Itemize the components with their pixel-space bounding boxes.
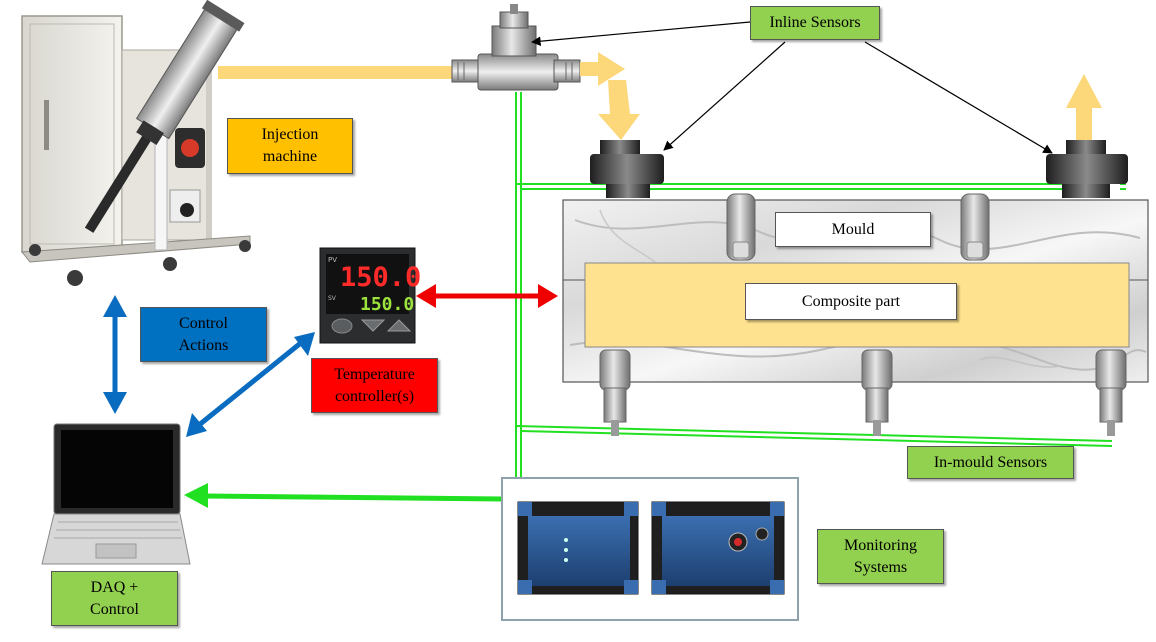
pv-value: 150.0 — [340, 262, 421, 293]
in-mould-sensor-bottom-2 — [861, 349, 893, 436]
in-mould-sensor-bottom-1 — [599, 349, 631, 436]
control-actions-arrow-vertical — [103, 295, 127, 414]
heat-control-arrow — [416, 284, 558, 308]
daq-control-label: DAQ + Control — [51, 571, 178, 626]
in-mould-sensor-top-1 — [726, 193, 756, 261]
resin-flow-line-1 — [218, 66, 458, 79]
inline-sensor-pointers — [531, 21, 1053, 154]
inline-sensor-right — [1046, 140, 1128, 198]
composite-part-label: Composite part — [745, 283, 957, 320]
injection-machine-label: Injection machine — [227, 118, 353, 174]
sv-value: 150.0 — [360, 294, 414, 315]
temperature-controller-device: PV SV 150.0 150.0 — [319, 247, 421, 344]
injection-machine-image — [21, 0, 251, 286]
temperature-controller-label: Temperature controller(s) — [311, 358, 438, 413]
laptop-image — [41, 423, 191, 565]
control-actions-label: Control Actions — [140, 307, 267, 362]
in-mould-sensor-top-2 — [960, 193, 990, 261]
in-mould-sensor-bottom-3 — [1095, 349, 1127, 436]
inline-valve-sensor-image — [451, 4, 581, 91]
inline-sensor-left — [590, 140, 664, 198]
controller-link-arrow-diagonal — [186, 332, 315, 437]
inline-sensors-label: Inline Sensors — [750, 6, 880, 40]
pv-tag: PV — [328, 256, 337, 264]
monitoring-unit-2 — [651, 501, 785, 595]
resin-flow-outlet-arrow — [1066, 74, 1102, 144]
resin-flow-inlet-arrow — [580, 52, 640, 140]
monitoring-unit-1 — [517, 501, 639, 595]
sv-tag: SV — [328, 295, 337, 302]
monitoring-data-arrow — [184, 483, 503, 508]
in-mould-sensors-label: In-mould Sensors — [907, 446, 1074, 479]
mould-label: Mould — [775, 212, 931, 247]
monitoring-systems-label: Monitoring Systems — [817, 529, 944, 584]
